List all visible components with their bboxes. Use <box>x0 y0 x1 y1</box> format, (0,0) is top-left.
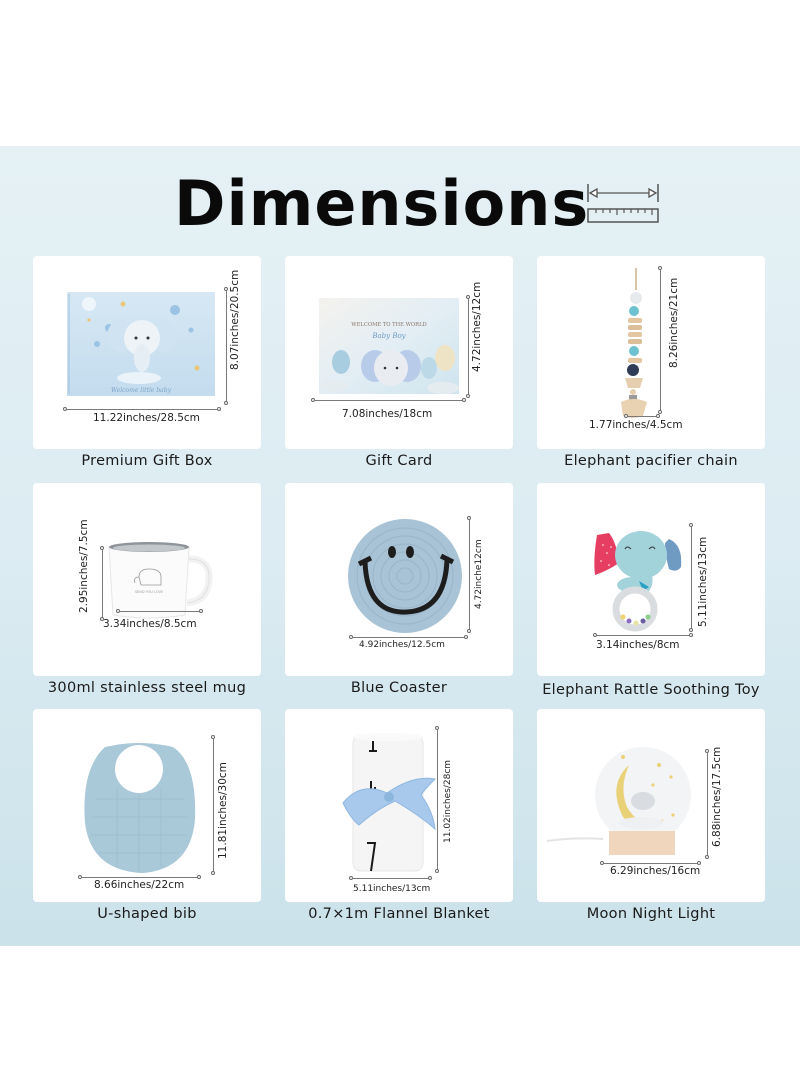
svg-text:WELCOME TO THE WORLD: WELCOME TO THE WORLD <box>351 322 426 328</box>
dimension-endpoint <box>435 726 439 730</box>
dimension-endpoint <box>689 633 693 637</box>
dimension-endpoint <box>689 628 693 632</box>
dimension-endpoint <box>199 609 203 613</box>
dimension-endpoint <box>211 735 215 739</box>
moon-night-light-image <box>545 745 693 857</box>
bib-image <box>77 739 201 873</box>
dimension-endpoint <box>697 861 701 865</box>
width-dimension: 5.11inches/13cm <box>353 884 431 894</box>
page-title: Dimensions <box>174 167 590 240</box>
height-dimension: 2.95inches/7.5cm <box>78 519 90 613</box>
dimension-endpoint <box>224 401 228 405</box>
product-card-blanket: 5.11inches/13cm 11.02inches/28cm <box>285 709 513 902</box>
product-card-night-light: 6.29inches/16cm 6.88inches/17.5cm <box>537 709 765 902</box>
height-dimension: 4.72inche12cm <box>474 539 484 609</box>
svg-text:Baby Boy: Baby Boy <box>371 332 406 340</box>
svg-text:SEND YOU LOVE: SEND YOU LOVE <box>135 590 163 594</box>
dimension-endpoint <box>116 609 120 613</box>
pacifier-chain-image <box>619 268 651 418</box>
dimension-endpoint <box>100 617 104 621</box>
product-card-mug: SEND YOU LOVE 3.34inches/8.5cm 2.95inche… <box>33 483 261 676</box>
dimension-endpoint <box>311 398 315 402</box>
product-card-gift-box: Welcome little baby 11.22inches/28.5cm 8… <box>33 256 261 449</box>
dimension-endpoint <box>466 295 470 299</box>
width-dimension: 7.08inches/18cm <box>342 408 433 420</box>
dimension-endpoint <box>689 523 693 527</box>
product-label: Moon Night Light <box>586 906 716 922</box>
dimension-endpoint <box>211 871 215 875</box>
height-dimension: 11.81inches/30cm <box>217 762 229 859</box>
product-label: 300ml stainless steel mug <box>47 680 247 696</box>
dimension-endpoint <box>467 516 471 520</box>
elephant-rattle-image <box>589 525 689 637</box>
height-dimension: 11.02inches/28cm <box>443 759 453 843</box>
dimension-endpoint <box>464 635 468 639</box>
height-dimension: 6.88inches/17.5cm <box>711 746 723 847</box>
dimension-endpoint <box>658 410 662 414</box>
height-dimension: 8.26inches/21cm <box>668 277 680 368</box>
width-dimension: 4.92inches/12.5cm <box>359 640 445 650</box>
dimension-endpoint <box>197 875 201 879</box>
dimension-endpoint <box>705 749 709 753</box>
dimension-endpoint <box>467 629 471 633</box>
width-dimension: 11.22inches/28.5cm <box>93 412 200 424</box>
product-label: Premium Gift Box <box>81 453 213 469</box>
height-dimension: 4.72inches/12cm <box>471 281 483 372</box>
dimension-endpoint <box>428 876 432 880</box>
elephant-gift-card-image: WELCOME TO THE WORLD Baby Boy <box>319 298 459 394</box>
dimension-endpoint <box>349 876 353 880</box>
product-card-gift-card: WELCOME TO THE WORLD Baby Boy 7.08inches… <box>285 256 513 449</box>
product-label: Blue Coaster <box>350 680 448 696</box>
dimension-endpoint <box>705 855 709 859</box>
dimension-endpoint <box>217 407 221 411</box>
dimension-endpoint <box>624 414 628 418</box>
product-card-bib: 8.66inches/22cm 11.81inches/30cm <box>33 709 261 902</box>
smiley-coaster-image <box>347 518 463 634</box>
dimension-endpoint <box>78 875 82 879</box>
width-dimension: 6.29inches/16cm <box>610 865 701 877</box>
height-dimension: 5.11inches/13cm <box>697 536 709 627</box>
product-label: Gift Card <box>365 453 433 469</box>
product-card-pacifier-chain: 1.77inches/4.5cm 8.26inches/21cm <box>537 256 765 449</box>
product-label: U-shaped bib <box>97 906 197 922</box>
width-dimension: 3.14inches/8cm <box>596 639 680 651</box>
dimension-endpoint <box>349 635 353 639</box>
width-dimension: 8.66inches/22cm <box>94 879 185 891</box>
product-card-rattle: 3.14inches/8cm 5.11inches/13cm <box>537 483 765 676</box>
dimension-endpoint <box>63 407 67 411</box>
width-dimension: 3.34inches/8.5cm <box>103 618 197 630</box>
product-label: 0.7×1m Flannel Blanket <box>308 906 490 922</box>
dimension-endpoint <box>462 398 466 402</box>
dimension-endpoint <box>593 633 597 637</box>
ruler-measure-icon <box>586 182 660 226</box>
dimension-endpoint <box>466 394 470 398</box>
elephant-gift-box-image: Welcome little baby <box>67 292 215 396</box>
svg-text:Welcome little baby: Welcome little baby <box>111 387 172 394</box>
product-label: Elephant Rattle Soothing Toy <box>542 682 760 698</box>
dimension-endpoint <box>435 869 439 873</box>
width-dimension: 1.77inches/4.5cm <box>589 419 683 431</box>
product-label: Elephant pacifier chain <box>564 453 738 469</box>
height-dimension: 8.07inches/20.5cm <box>229 269 241 370</box>
mug-image: SEND YOU LOVE <box>105 541 213 621</box>
dimension-endpoint <box>656 414 660 418</box>
dimension-endpoint <box>658 266 662 270</box>
dimension-endpoint <box>100 546 104 550</box>
product-card-coaster: 4.92inches/12.5cm 4.72inche12cm <box>285 483 513 676</box>
dimension-endpoint <box>600 861 604 865</box>
dimension-endpoint <box>224 287 228 291</box>
rolled-blanket-image <box>337 731 441 873</box>
